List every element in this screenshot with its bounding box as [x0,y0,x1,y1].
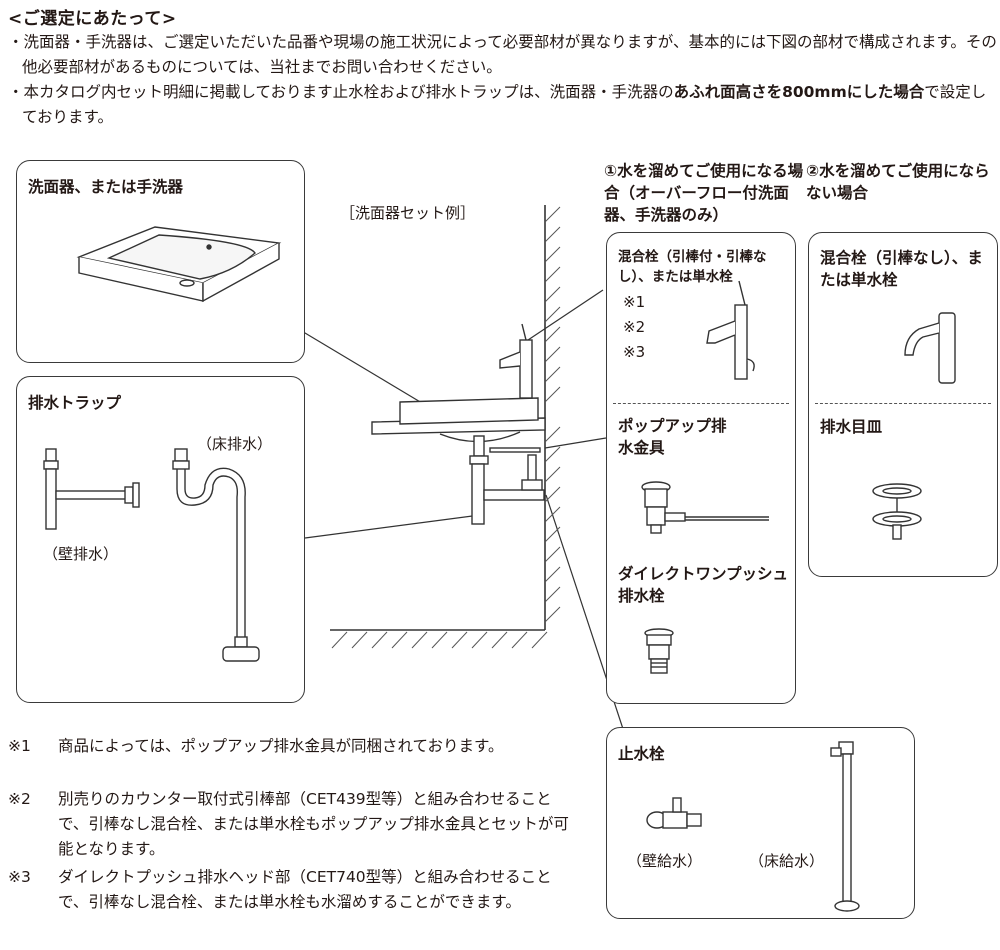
case2-divider [815,403,991,404]
trap-illustration [43,448,260,662]
note-mark-2: ※2 [623,318,646,336]
footnote-2-text: 別売りのカウンター取付式引棒部（CET439型等）と組み合わせることで、引棒なし… [58,790,569,858]
basin-box: 洗面器、または手洗器 [16,160,305,363]
leader-trap [304,514,481,539]
case2-box: 混合栓（引棒なし）、または単水栓 排水目皿 [808,232,998,577]
faucet-no-lever-icon [904,312,956,384]
intro-paragraph-2: ・本カタログ内セット明細に掲載しております止水栓および排水トラップは、洗面器・手… [8,83,987,126]
stop-valve-illustration [646,741,860,912]
popup-drain-title: ポップアップ排水金具 [618,417,727,457]
intro-emphasis: あふれ面高さを800mmにした場合 [673,83,925,101]
basin-box-title: 洗面器、または手洗器 [28,178,184,196]
case1-faucet-title: 混合栓（引棒付・引棒なし）、または単水栓 [618,249,767,285]
stop-valve-title: 止水栓 [618,745,665,763]
leader-faucet [527,289,604,341]
basin-illustration [76,226,282,303]
wall-hatch [544,206,561,623]
footnote-2: ※2 別売りのカウンター取付式引棒部（CET439型等）と組み合わせることで、引… [8,787,573,862]
drain-strainer-title: 排水目皿 [820,418,883,436]
single-lever-faucet-icon [706,280,755,380]
leader-popup [544,437,607,449]
wall-drain-label: （壁排水） [43,545,119,563]
push-drain-title: ダイレクトワンプッシュ排水栓 [618,565,789,605]
case1-divider [613,403,789,404]
floor-drain-label: （床排水） [197,435,273,453]
set-example-label: ［洗面器セット例］ [340,204,476,222]
footnote-1: ※1 商品によっては、ポップアップ排水金具が同梱されております。 [8,734,573,784]
note-mark-1: ※1 [623,293,646,311]
trap-box: 排水トラップ （床排水） （壁排水） [16,376,305,703]
footnote-1-mark: ※1 [8,737,31,755]
intro-paragraph-1: ・洗面器・手洗器は、ご選定いただいた品番や現場の施工状況によって必要部材が異なり… [8,33,997,76]
section-heading: <ご選定にあたって> [8,9,177,29]
popup-drain-icon [641,481,769,534]
wall-supply-label: （壁給水） [627,852,703,870]
case2-header: ②水を溜めてご使用にならない場合 [806,162,990,202]
leader-basin [299,329,438,413]
trap-under-basin [469,435,545,525]
case1-box: 混合栓（引棒付・引棒なし）、または単水栓 ※1 ※2 ※3 ポップアップ排水金具… [606,232,796,704]
footnote-3-mark: ※3 [8,868,31,886]
intro-text: ・洗面器・手洗器は、ご選定いただいた品番や現場の施工状況によって必要部材が異なり… [8,30,998,130]
note-mark-3: ※3 [623,343,646,361]
stop-valve-box: 止水栓 （壁給水） （床給水） [606,727,915,919]
footnote-1-text: 商品によっては、ポップアップ排水金具が同梱されております。 [58,737,504,755]
floor-hatch [331,631,548,649]
footnote-3-text: ダイレクトプッシュ排水ヘッド部（CET740型等）と組み合わせることで、引棒なし… [58,868,552,911]
footnote-2-mark: ※2 [8,790,31,808]
case2-faucet-title: 混合栓（引棒なし）、または単水栓 [820,249,983,289]
drain-strainer-icon [872,483,922,540]
floor-supply-label: （床給水） [749,852,825,870]
trap-box-title: 排水トラップ [28,394,122,412]
case1-header: ①水を溜めてご使用になる場合（オーバーフロー付洗面器、手洗器のみ） [604,162,804,224]
basin-on-counter [371,323,546,443]
footnote-3: ※3 ダイレクトプッシュ排水ヘッド部（CET740型等）と組み合わせることで、引… [8,865,573,940]
push-drain-icon [644,628,674,674]
